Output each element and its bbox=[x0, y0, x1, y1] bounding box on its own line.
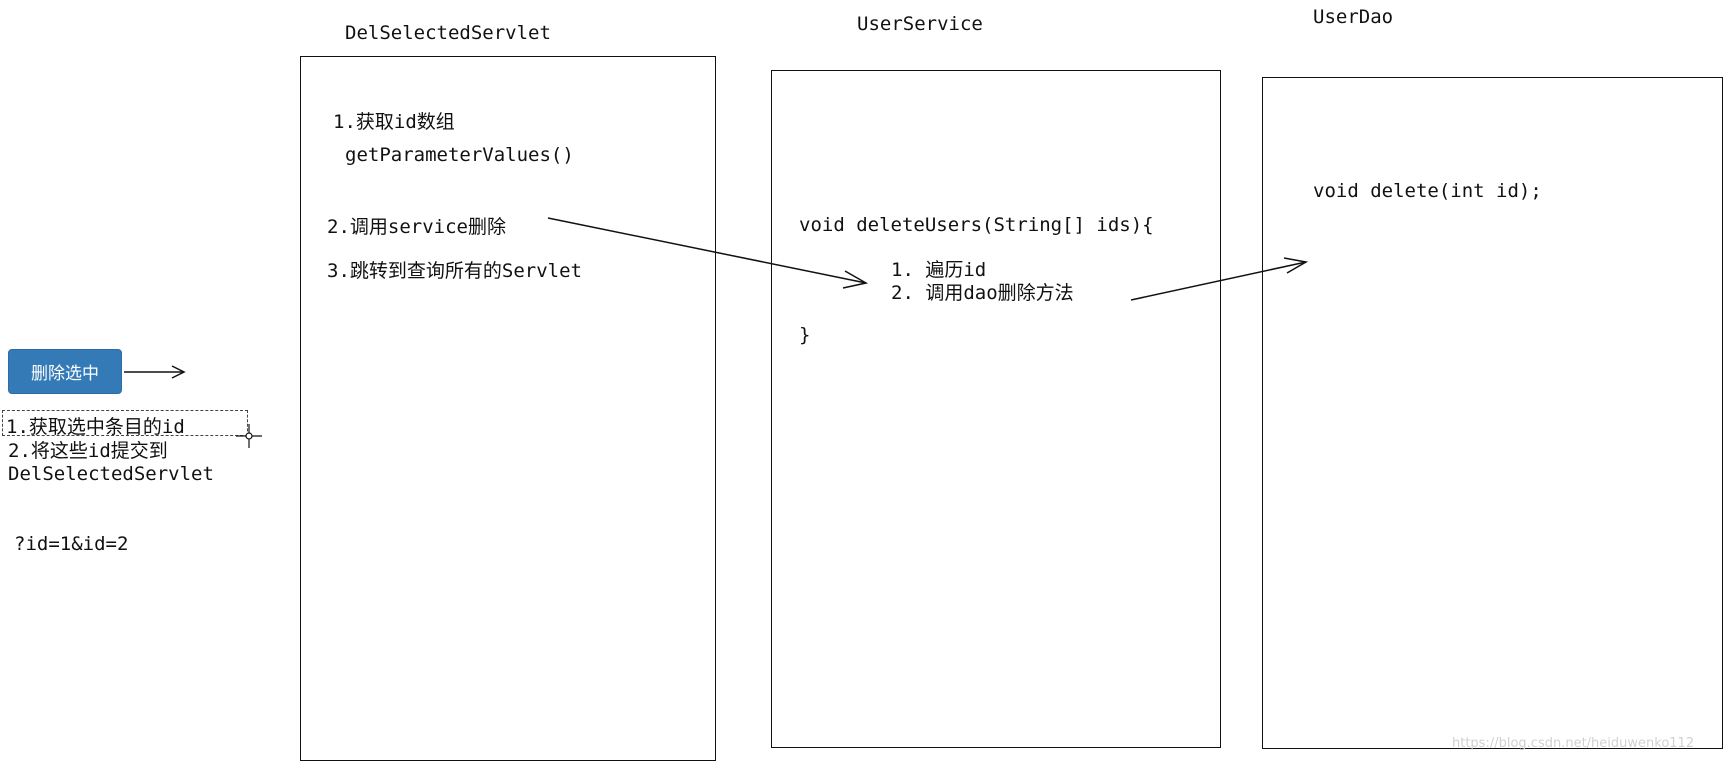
left-note-step-1: 1.获取选中条目的id bbox=[6, 416, 185, 438]
service-box bbox=[771, 70, 1221, 748]
delete-selected-button[interactable]: 删除选中 bbox=[8, 349, 122, 394]
dao-title: UserDao bbox=[1313, 6, 1394, 28]
left-note-step-2: 2.将这些id提交到 bbox=[8, 440, 168, 462]
left-note-step-2-target: DelSelectedServlet bbox=[8, 463, 214, 485]
note-dashed-frame bbox=[2, 410, 248, 436]
servlet-step-1: 1.获取id数组 bbox=[333, 111, 455, 133]
resize-handle-icon bbox=[236, 424, 262, 448]
dao-method: void delete(int id); bbox=[1313, 180, 1542, 202]
watermark-text: https://blog.csdn.net/heiduwenko112 bbox=[1452, 736, 1695, 751]
service-signature: void deleteUsers(String[] ids){ bbox=[799, 214, 1154, 236]
left-note-query: ?id=1&id=2 bbox=[14, 533, 129, 555]
service-close-brace: } bbox=[799, 324, 811, 346]
service-title: UserService bbox=[857, 13, 983, 35]
dao-box bbox=[1262, 77, 1723, 749]
service-step-1: 1. 遍历id bbox=[891, 259, 987, 281]
servlet-step-3: 3.跳转到查询所有的Servlet bbox=[327, 260, 582, 282]
servlet-step-1-code: getParameterValues() bbox=[345, 144, 574, 166]
service-to-dao-arrow bbox=[1130, 257, 1309, 301]
servlet-to-service-arrow bbox=[547, 217, 869, 289]
service-step-2: 2. 调用dao删除方法 bbox=[891, 282, 1074, 304]
servlet-box bbox=[300, 56, 716, 761]
servlet-step-2: 2.调用service删除 bbox=[327, 216, 506, 238]
button-arrow bbox=[124, 365, 186, 379]
servlet-title: DelSelectedServlet bbox=[345, 22, 551, 44]
